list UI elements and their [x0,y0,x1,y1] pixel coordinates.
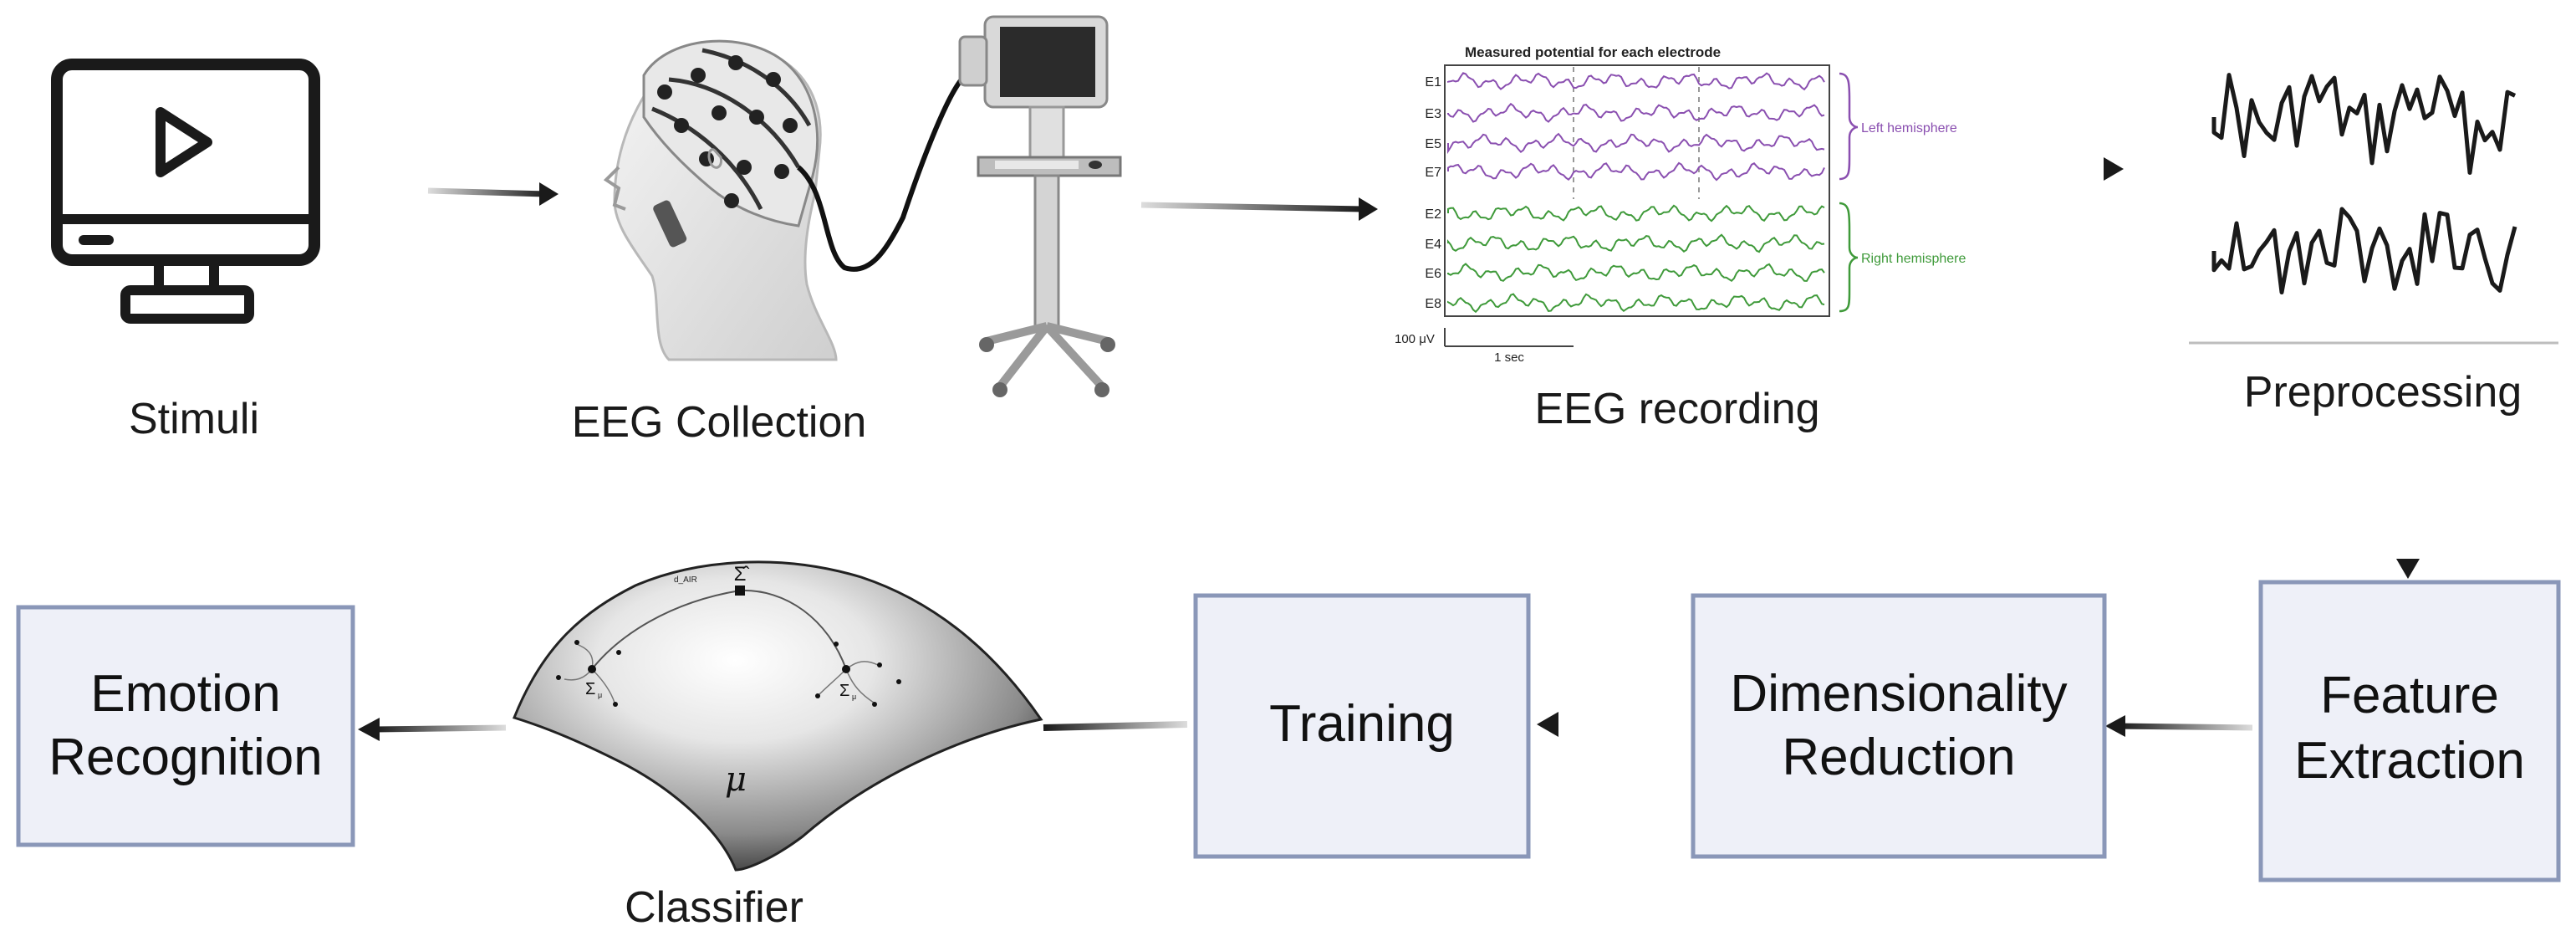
training-label: Training [1269,695,1455,753]
feature-extraction-line2: Extraction [2294,732,2525,790]
left-hemisphere-label: Left hemisphere [1861,121,1957,136]
arrowhead [1537,712,1558,737]
preprocessed-trace-2 [2211,207,2517,294]
monitor-play-icon [51,59,320,324]
channel-label-e3: E3 [1425,107,1441,121]
preprocessing-label: Preprocessing [2244,368,2522,417]
eeg-monitor-cart-icon [958,15,1122,397]
eeg-chart-frame [1444,64,1830,317]
sigma-left-label: Σ [585,680,595,698]
geodesic-label: d_AIR [674,575,697,585]
arrow-stimuli-to-collection [427,187,548,197]
eeg-trace-e7 [1447,161,1825,182]
right-hemisphere-label: Right hemisphere [1861,252,1966,266]
channel-label-e1: E1 [1425,75,1441,89]
eeg-recording-chart: Measured potential for each electrode E1… [1395,44,1966,365]
eeg-trace-e3 [1447,102,1825,123]
arrow-training-to-classifier [1043,721,1188,731]
eeg-trace-e1 [1447,72,1825,91]
dimensionality-reduction-line1: Dimensionality [1730,665,2067,723]
arrowhead [1359,197,1378,221]
emotion-recognition-line2: Recognition [48,729,322,786]
channel-label-e8: E8 [1425,297,1441,311]
arrowhead [539,182,559,206]
eeg-traces [1447,72,1825,314]
riemannian-manifold-icon: Σ̂ d_AIR Σ μ Σ μ μ [513,560,1043,872]
right-hemisphere-brace [1839,202,1859,313]
dimensionality-reduction-line2: Reduction [1782,729,2015,786]
emotion-recognition-box: Emotion Recognition [16,605,355,847]
eeg-trace-e4 [1447,233,1825,253]
emotion-recognition-line1: Emotion [90,665,280,723]
classifier-label: Classifier [625,883,803,932]
eeg-trace-e2 [1447,204,1825,222]
arrowhead [2396,559,2420,579]
channel-label-e6: E6 [1425,267,1441,281]
channel-label-e4: E4 [1425,238,1441,252]
channel-label-e5: E5 [1425,137,1441,151]
channel-label-e2: E2 [1425,207,1441,222]
sigma-right-subscript: μ [852,693,856,701]
arrow-classifier-to-emotion [374,724,507,733]
arrowhead [358,718,380,741]
mu-label: μ [725,760,747,799]
dimensionality-reduction-box: Dimensionality Reduction [1691,593,2107,859]
sigma-right-label: Σ [839,682,849,700]
sigma-left-subscript: μ [598,691,602,699]
preprocessed-trace-1 [2211,73,2517,175]
eeg-chart-title: Measured potential for each electrode [1465,44,1721,60]
arrow-features-to-reduction [2119,723,2253,731]
feature-extraction-box: Feature Extraction [2258,580,2561,882]
sigma-hat-label: Σ̂ [734,563,750,586]
feature-extraction-line1: Feature [2320,667,2499,724]
eeg-trace-e5 [1447,132,1825,155]
training-box: Training [1193,593,1531,859]
arrowhead [2104,157,2124,181]
preprocessed-signal-icon [2189,73,2558,345]
stimuli-label: Stimuli [129,395,259,443]
scale-amplitude-label: 100 μV [1395,332,1435,346]
arrowhead [2105,715,2125,737]
channel-label-e7: E7 [1425,166,1441,180]
arrow-collection-to-recording [1140,202,1364,212]
eeg-cap-head-icon [603,39,964,361]
eeg-recording-label: EEG recording [1534,385,1819,433]
eeg-trace-e6 [1447,263,1825,282]
scale-time-label: 1 sec [1494,350,1524,365]
left-hemisphere-brace [1839,72,1859,181]
eeg-trace-e8 [1447,293,1825,314]
eeg-collection-label: EEG Collection [572,398,867,447]
